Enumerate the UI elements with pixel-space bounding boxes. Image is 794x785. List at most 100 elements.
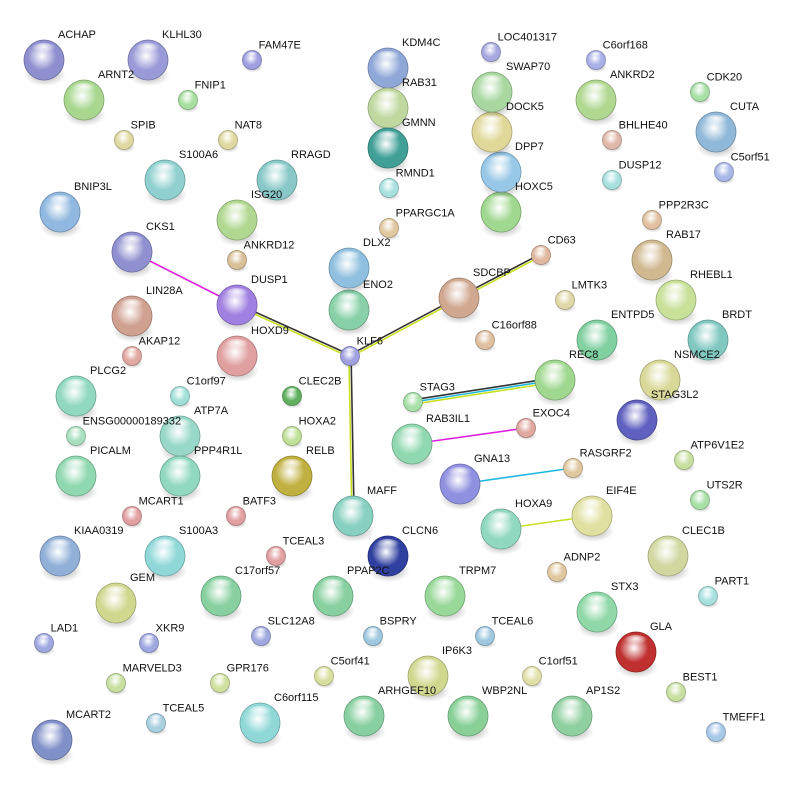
node-label[interactable]: RAB3IL1 [426, 413, 470, 425]
node-label[interactable]: NSMCE2 [674, 349, 720, 361]
node-akap12[interactable] [122, 346, 143, 369]
node-c6orf168[interactable] [586, 50, 607, 73]
node-ankrd12[interactable] [227, 250, 248, 273]
node-label[interactable]: S100A3 [179, 525, 218, 537]
node-dusp12[interactable] [602, 170, 623, 193]
node-label[interactable]: EXOC4 [533, 408, 570, 420]
node-bspry[interactable] [363, 626, 384, 649]
node-gmnn[interactable] [367, 127, 410, 174]
node-label[interactable]: BSPRY [380, 616, 418, 628]
node-label[interactable]: FAM47E [259, 40, 301, 52]
node-label[interactable]: XKR9 [156, 623, 185, 635]
edge-stag3-rec8[interactable] [413, 381, 556, 405]
node-label[interactable]: LAD1 [51, 623, 79, 635]
node-exoc4[interactable] [516, 418, 537, 441]
node-bnip3l[interactable] [39, 191, 82, 238]
node-best1[interactable] [666, 682, 687, 705]
node-label[interactable]: KLF6 [357, 336, 383, 348]
node-eno2[interactable] [328, 289, 371, 336]
node-label[interactable]: GNA13 [474, 453, 510, 465]
node-label[interactable]: DUSP1 [251, 274, 288, 286]
node-label[interactable]: CD63 [548, 235, 576, 247]
node-label[interactable]: DLX2 [363, 237, 391, 249]
node-label[interactable]: C5orf51 [731, 152, 770, 164]
node-label[interactable]: ISG20 [251, 189, 282, 201]
node-label[interactable]: TCEAL6 [492, 616, 534, 628]
node-label[interactable]: TMEFF1 [723, 712, 766, 724]
node-label[interactable]: ARHGEF10 [378, 685, 436, 697]
node-label[interactable]: ENTPD5 [611, 309, 654, 321]
node-label[interactable]: RRAGD [291, 149, 331, 161]
edge-klf6-maff[interactable] [350, 355, 355, 516]
node-label[interactable]: CDK20 [707, 72, 742, 84]
node-label[interactable]: STAG3 [420, 382, 455, 394]
node-stag3l2[interactable] [616, 399, 659, 446]
node-mcart2[interactable] [31, 719, 74, 766]
node-c5orf41[interactable] [314, 666, 335, 689]
node-label[interactable]: C17orf57 [235, 565, 280, 577]
node-label[interactable]: SWAP70 [506, 61, 550, 73]
node-label[interactable]: CLEC2B [299, 376, 342, 388]
node-label[interactable]: C1orf97 [187, 376, 226, 388]
node-label[interactable]: DOCK5 [506, 101, 544, 113]
node-label[interactable]: CLEC1B [682, 525, 725, 537]
node-kdm4c[interactable] [367, 47, 410, 94]
node-label[interactable]: PPAP2C [347, 565, 390, 577]
node-cd63[interactable] [531, 245, 552, 268]
node-klf6[interactable] [340, 346, 361, 369]
node-ppp4r1l[interactable] [159, 455, 202, 502]
edge-dusp1-klf6[interactable] [237, 303, 351, 356]
node-batf3[interactable] [226, 506, 247, 529]
node-label[interactable]: PPARGC1A [396, 208, 456, 220]
node-label[interactable]: GPR176 [227, 663, 269, 675]
node-stag3[interactable] [403, 392, 424, 415]
node-arnt2[interactable] [63, 79, 106, 126]
edge-stag3-rec8[interactable] [412, 377, 555, 401]
node-label[interactable]: FNIP1 [195, 80, 226, 92]
node-gna13[interactable] [439, 463, 482, 510]
node-rasgrf2[interactable] [563, 458, 584, 481]
node-trpm7[interactable] [424, 575, 467, 622]
node-label[interactable]: BEST1 [683, 672, 718, 684]
node-atp7a[interactable] [159, 415, 202, 462]
node-nat8[interactable] [218, 130, 239, 153]
node-c16orf88[interactable] [475, 330, 496, 353]
node-sdcbp[interactable] [438, 277, 481, 324]
node-cdk20[interactable] [690, 82, 711, 105]
node-ppargc1a[interactable] [379, 218, 400, 241]
node-isg20[interactable] [216, 199, 259, 246]
node-label[interactable]: ACHAP [58, 29, 96, 41]
node-rab17[interactable] [631, 239, 674, 286]
node-c1orf97[interactable] [170, 386, 191, 409]
node-label[interactable]: C16orf88 [492, 320, 537, 332]
node-label[interactable]: C6orf115 [274, 692, 318, 704]
node-s100a3[interactable] [144, 535, 187, 582]
node-label[interactable]: ATP6V1E2 [691, 440, 745, 452]
node-label[interactable]: PART1 [715, 576, 749, 588]
node-label[interactable]: RASGRF2 [580, 448, 632, 460]
node-label[interactable]: KIAA0319 [74, 525, 124, 537]
node-label[interactable]: HOXD9 [251, 325, 289, 337]
node-label[interactable]: TRPM7 [459, 565, 496, 577]
node-label[interactable]: MAFF [367, 485, 397, 497]
node-s100a6[interactable] [144, 159, 187, 206]
node-label[interactable]: SPIB [131, 120, 156, 132]
node-label[interactable]: ARNT2 [98, 69, 134, 81]
node-nsmce2[interactable] [639, 359, 682, 406]
node-label[interactable]: BRDT [722, 309, 752, 321]
node-part1[interactable] [698, 586, 719, 609]
edge-klf6-maff[interactable] [348, 356, 353, 517]
node-label[interactable]: BATF3 [243, 496, 276, 508]
node-label[interactable]: UTS2R [707, 480, 743, 492]
node-clec1b[interactable] [647, 535, 690, 582]
node-brdt[interactable] [687, 319, 730, 366]
node-label[interactable]: LMTK3 [572, 280, 607, 292]
node-dock5[interactable] [471, 111, 514, 158]
node-label[interactable]: LIN28A [146, 285, 183, 297]
node-cuta[interactable] [695, 111, 738, 158]
node-gpr176[interactable] [210, 673, 231, 696]
node-label[interactable]: MCART1 [139, 496, 184, 508]
node-tceal5[interactable] [146, 713, 167, 736]
node-label[interactable]: C6orf168 [603, 40, 648, 52]
node-gem[interactable] [95, 582, 138, 629]
